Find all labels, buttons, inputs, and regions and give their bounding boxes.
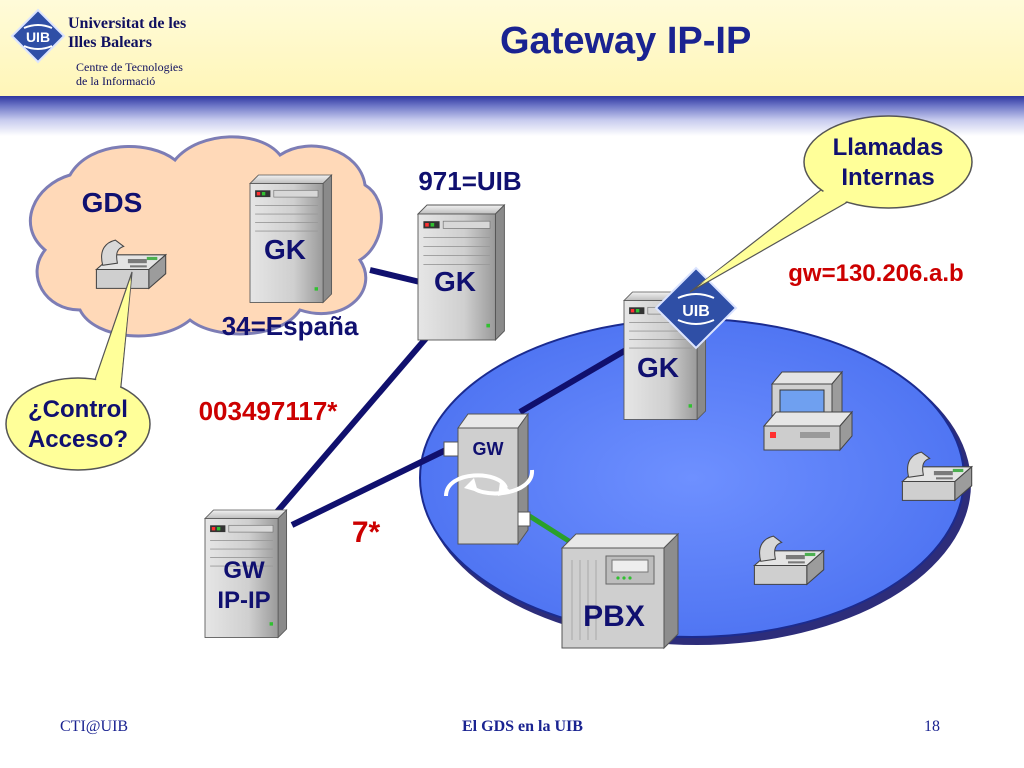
callout-internal-line1: Llamadas [833,134,944,161]
uib-logo-icon: UIB [10,8,66,64]
university-line2: Illes Balears [68,34,152,51]
campus-gk-label: GK [637,352,679,383]
campus-gw-icon [443,412,535,546]
department-line2: de la Informació [76,74,156,88]
callout-internal-calls [689,115,973,293]
gw-ip-ip-label-line1: GW [223,557,265,584]
dial-number-label: 003497117* [199,396,339,426]
callout-access-line2: Acceso? [28,426,128,453]
gw-address-label: gw=130.206.a.b [788,260,963,287]
campus-gw-label: GW [473,439,504,459]
callout-access-line1: ¿Control [28,396,128,423]
pbx-icon [560,532,680,650]
uib-prefix-label: 971=UIB [418,166,521,196]
country-code-label: 34=España [222,311,359,341]
campus-uib-logo-icon: UIB [654,266,738,350]
department-line1: Centre de Tecnologies [76,60,183,74]
page-title: Gateway IP-IP [500,20,752,62]
department-name: Centre de Tecnologies de la Informació [76,60,183,88]
gw-ip-ip-label-line2: IP-IP [217,587,270,614]
callout-internal-line2: Internas [841,164,934,191]
page-number: 18 [924,718,940,735]
header-band [0,0,1024,96]
university-line1: Universitat de les [68,15,187,32]
university-name: Universitat de les Illes Balears [68,14,186,52]
callout-access-control [5,271,151,471]
link-gds-gk-uib-gk [369,267,421,285]
link-campus-gw-gk [518,347,628,415]
link-gw-ip-ip-campus-gw [290,445,452,528]
footer-center: El GDS en la UIB [462,718,583,735]
uib-gk-label: GK [434,266,476,297]
uib-logo-text: UIB [26,29,50,45]
campus-computer-icon [762,370,854,452]
dial-internal-label: 7* [352,516,381,549]
footer-left: CTI@UIB [60,718,129,735]
gds-label: GDS [82,187,143,218]
pbx-label: PBX [583,600,645,633]
link-uib-gk-gw-ip-ip [267,320,443,522]
campus-uib-logo-text: UIB [682,303,710,320]
gds-gk-label: GK [264,234,306,265]
